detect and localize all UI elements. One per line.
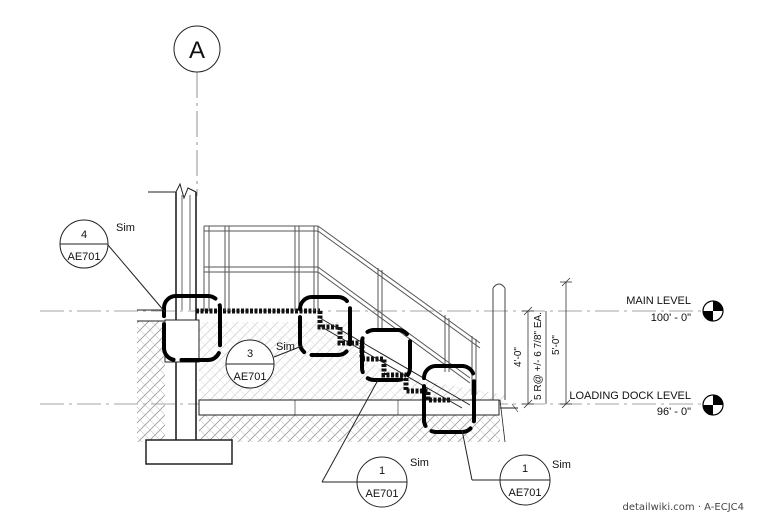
detail-markers xyxy=(162,294,476,434)
stair-treads xyxy=(196,308,450,403)
callout-sheet: AE701 xyxy=(508,487,541,499)
callout-number: 1 xyxy=(379,465,385,477)
dimension-level-difference: 5'-0" xyxy=(551,335,562,355)
callout-note: Sim xyxy=(410,457,429,469)
callout-number: 4 xyxy=(81,229,87,241)
callout-sheet: AE701 xyxy=(67,251,100,263)
stair-stringers xyxy=(319,317,471,409)
dimension-risers: 5 R@ +/- 6 7/8" EA. xyxy=(533,312,544,400)
callout-4: 4 AE701 Sim xyxy=(59,219,135,269)
wall-column xyxy=(137,182,233,465)
callout-note: Sim xyxy=(276,341,295,353)
credit-text: detailwiki.com · A-ECJC4 xyxy=(622,502,744,513)
callout-note: Sim xyxy=(552,459,571,471)
dimension-lines xyxy=(522,277,572,409)
level-main: MAIN LEVEL 100' - 0" xyxy=(626,295,724,324)
callout-sheet: AE701 xyxy=(365,488,398,500)
grid-line-a: A xyxy=(173,25,221,196)
callout-3: 3 AE701 Sim xyxy=(225,339,295,389)
level-elevation: 96' - 0" xyxy=(657,406,691,418)
callout-number: 1 xyxy=(522,463,528,475)
callout-note: Sim xyxy=(116,222,135,234)
callout-number: 3 xyxy=(247,348,253,360)
callout-leaders xyxy=(107,244,525,483)
bollard xyxy=(492,283,506,400)
grid-label: A xyxy=(189,37,205,64)
level-name: LOADING DOCK LEVEL xyxy=(569,390,691,402)
datum-marker-icon xyxy=(702,394,724,416)
dimension-stair-height: 4'-0" xyxy=(513,347,524,367)
level-loading-dock: LOADING DOCK LEVEL 96' - 0" xyxy=(569,390,724,418)
callout-1-right: 1 AE701 Sim xyxy=(499,454,571,506)
level-name: MAIN LEVEL xyxy=(626,295,691,307)
level-elevation: 100' - 0" xyxy=(651,312,691,324)
callout-sheet: AE701 xyxy=(233,371,266,383)
callout-1-left: 1 AE701 Sim xyxy=(356,456,429,508)
datum-marker-icon xyxy=(702,300,724,322)
